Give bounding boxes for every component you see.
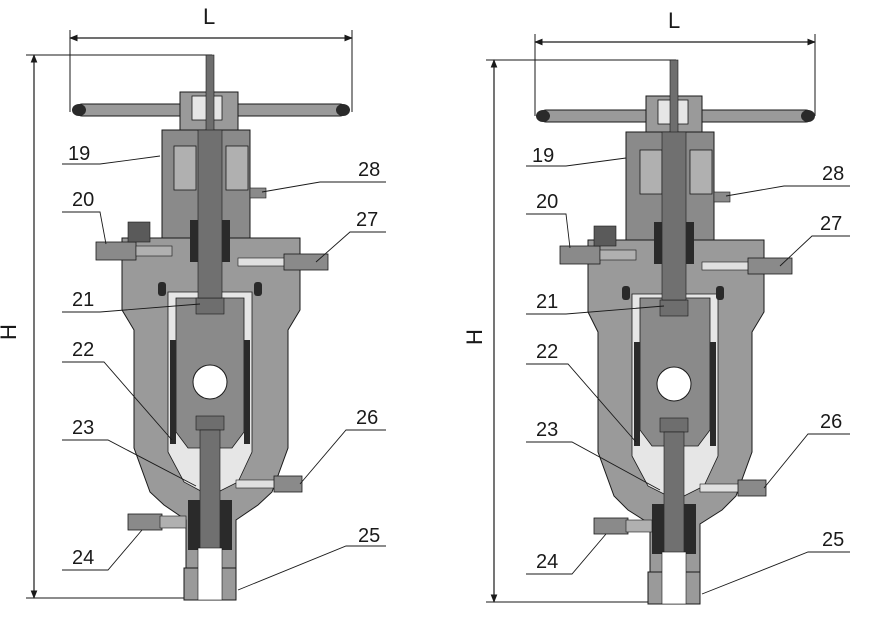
fitting-27 [701, 257, 793, 275]
part-label-26: 26 [356, 407, 378, 429]
part-label-19: 19 [68, 143, 90, 165]
valve-view-right: L H [462, 8, 850, 605]
fitting-24 [593, 517, 653, 535]
fitting-27 [237, 253, 329, 271]
fitting-20 [95, 221, 173, 261]
part-label-23: 23 [536, 419, 558, 441]
dimension-l-label: L [203, 4, 215, 29]
stem [661, 131, 687, 301]
fitting-28 [713, 191, 731, 203]
leader-lines [526, 157, 850, 595]
leader-lines [62, 155, 386, 591]
fitting-26 [235, 475, 303, 493]
dimension-l: L [69, 4, 353, 112]
dimension-l-label: L [668, 8, 680, 33]
fitting-26 [699, 479, 767, 497]
part-label-24: 24 [536, 551, 558, 573]
part-label-25: 25 [822, 529, 844, 551]
dimension-h: H [462, 59, 676, 603]
part-label-27: 27 [356, 209, 378, 231]
fitting-24 [127, 513, 187, 531]
dimension-l: L [534, 8, 816, 116]
part-label-21: 21 [536, 291, 558, 313]
part-label-21: 21 [72, 289, 94, 311]
part-label-28: 28 [358, 159, 380, 181]
part-label-20: 20 [72, 189, 94, 211]
dimension-h: H [0, 54, 212, 599]
part-label-22: 22 [72, 339, 94, 361]
dimension-h-label: H [0, 324, 21, 340]
part-label-28: 28 [822, 163, 844, 185]
valve-view-left: L H [0, 4, 386, 601]
part-label-19: 19 [532, 145, 554, 167]
fitting-20 [559, 225, 637, 265]
stem [197, 129, 223, 299]
part-label-26: 26 [820, 411, 842, 433]
part-label-23: 23 [72, 417, 94, 439]
part-label-27: 27 [820, 213, 842, 235]
part-label-20: 20 [536, 191, 558, 213]
fitting-28 [249, 187, 267, 199]
dimension-h-label: H [462, 329, 487, 345]
part-label-24: 24 [72, 547, 94, 569]
part-label-25: 25 [358, 525, 380, 547]
part-label-22: 22 [536, 341, 558, 363]
